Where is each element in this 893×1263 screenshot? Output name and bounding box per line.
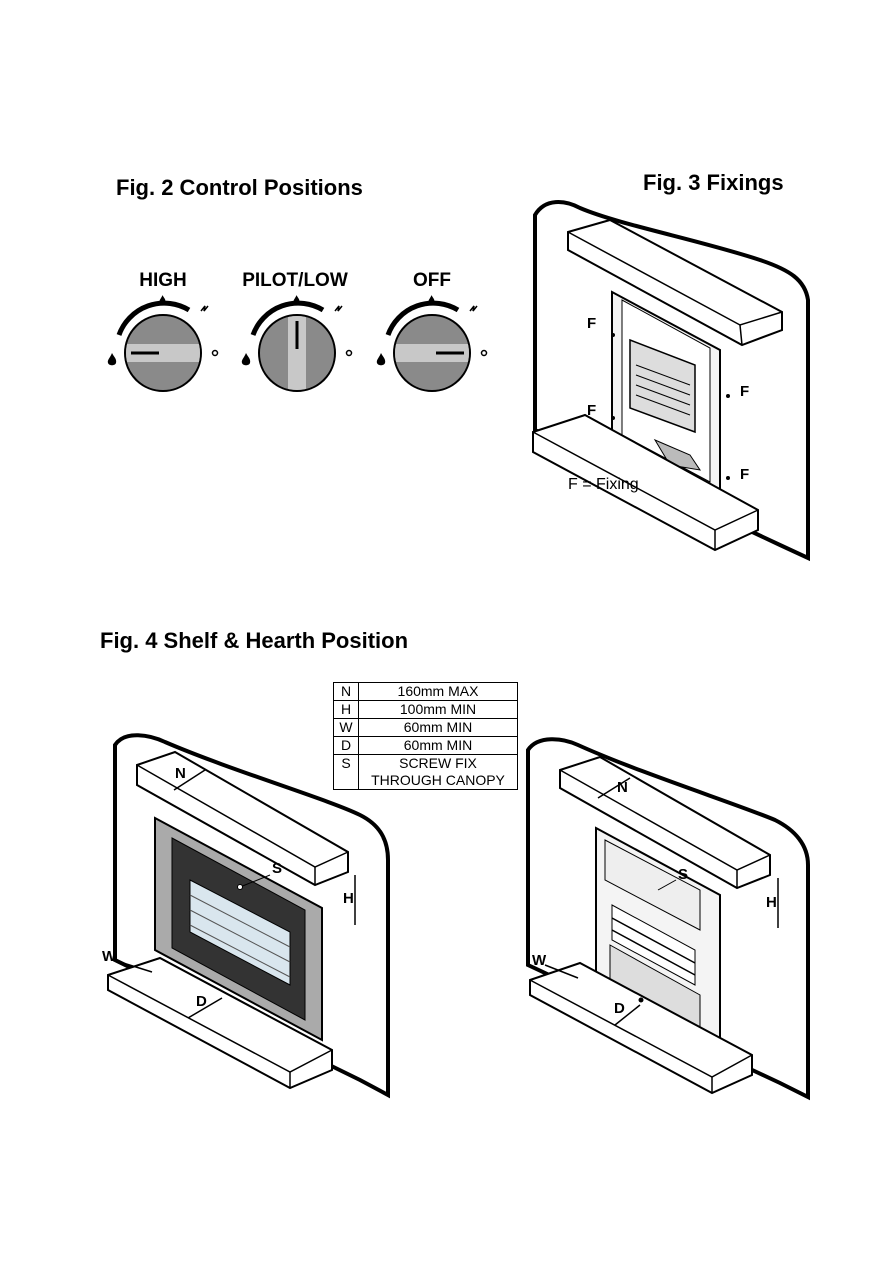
knob-pilot-low <box>241 295 353 392</box>
dimension-table: N 160mm MAX H 100mm MIN W 60mm MIN D 60m… <box>333 682 518 790</box>
label-h-left: H <box>343 890 354 907</box>
knob-high <box>107 295 219 392</box>
shelf-hearth-diagram-right <box>526 737 810 1101</box>
table-key: D <box>333 736 359 755</box>
table-value: 60mm MIN <box>358 718 518 737</box>
fig4-title: Fig. 4 Shelf & Hearth Position <box>100 628 409 653</box>
label-s-left: S <box>272 860 283 877</box>
table-row: W 60mm MIN <box>333 718 518 737</box>
table-key: W <box>333 718 359 737</box>
label-w-right: W <box>532 952 547 969</box>
fig2-title: Fig. 2 Control Positions <box>116 175 363 200</box>
fixings-diagram <box>532 200 810 562</box>
knob-off <box>376 295 488 392</box>
table-row: N 160mm MAX <box>333 682 518 701</box>
fixing-legend: F = Fixing <box>568 476 639 493</box>
table-key: N <box>333 682 359 701</box>
table-value: SCREW FIX THROUGH CANOPY <box>358 754 518 790</box>
fixing-marker-bottom-right: F <box>740 466 750 483</box>
knob-label-off: OFF <box>413 270 451 291</box>
label-d-left: D <box>196 993 207 1010</box>
label-d-right: D <box>614 1000 625 1017</box>
fixing-marker-top-left: F <box>587 315 597 332</box>
table-row: D 60mm MIN <box>333 736 518 755</box>
table-key: S <box>333 754 359 790</box>
fixing-marker-bottom-left: F <box>587 402 597 419</box>
knob-label-pilot-low: PILOT/LOW <box>242 270 348 291</box>
table-key: H <box>333 700 359 719</box>
label-s-right: S <box>678 866 689 883</box>
table-value: 160mm MAX <box>358 682 518 701</box>
table-value: 100mm MIN <box>358 700 518 719</box>
label-w-left: W <box>102 948 117 965</box>
fig3-title: Fig. 3 Fixings <box>643 170 784 195</box>
table-value: 60mm MIN <box>358 736 518 755</box>
fixing-marker-top-right: F <box>740 383 750 400</box>
knob-label-high: HIGH <box>139 270 187 291</box>
label-n-right: N <box>617 779 628 796</box>
table-row: S SCREW FIX THROUGH CANOPY <box>333 754 518 790</box>
label-h-right: H <box>766 894 777 911</box>
table-row: H 100mm MIN <box>333 700 518 719</box>
label-n-left: N <box>175 765 186 782</box>
